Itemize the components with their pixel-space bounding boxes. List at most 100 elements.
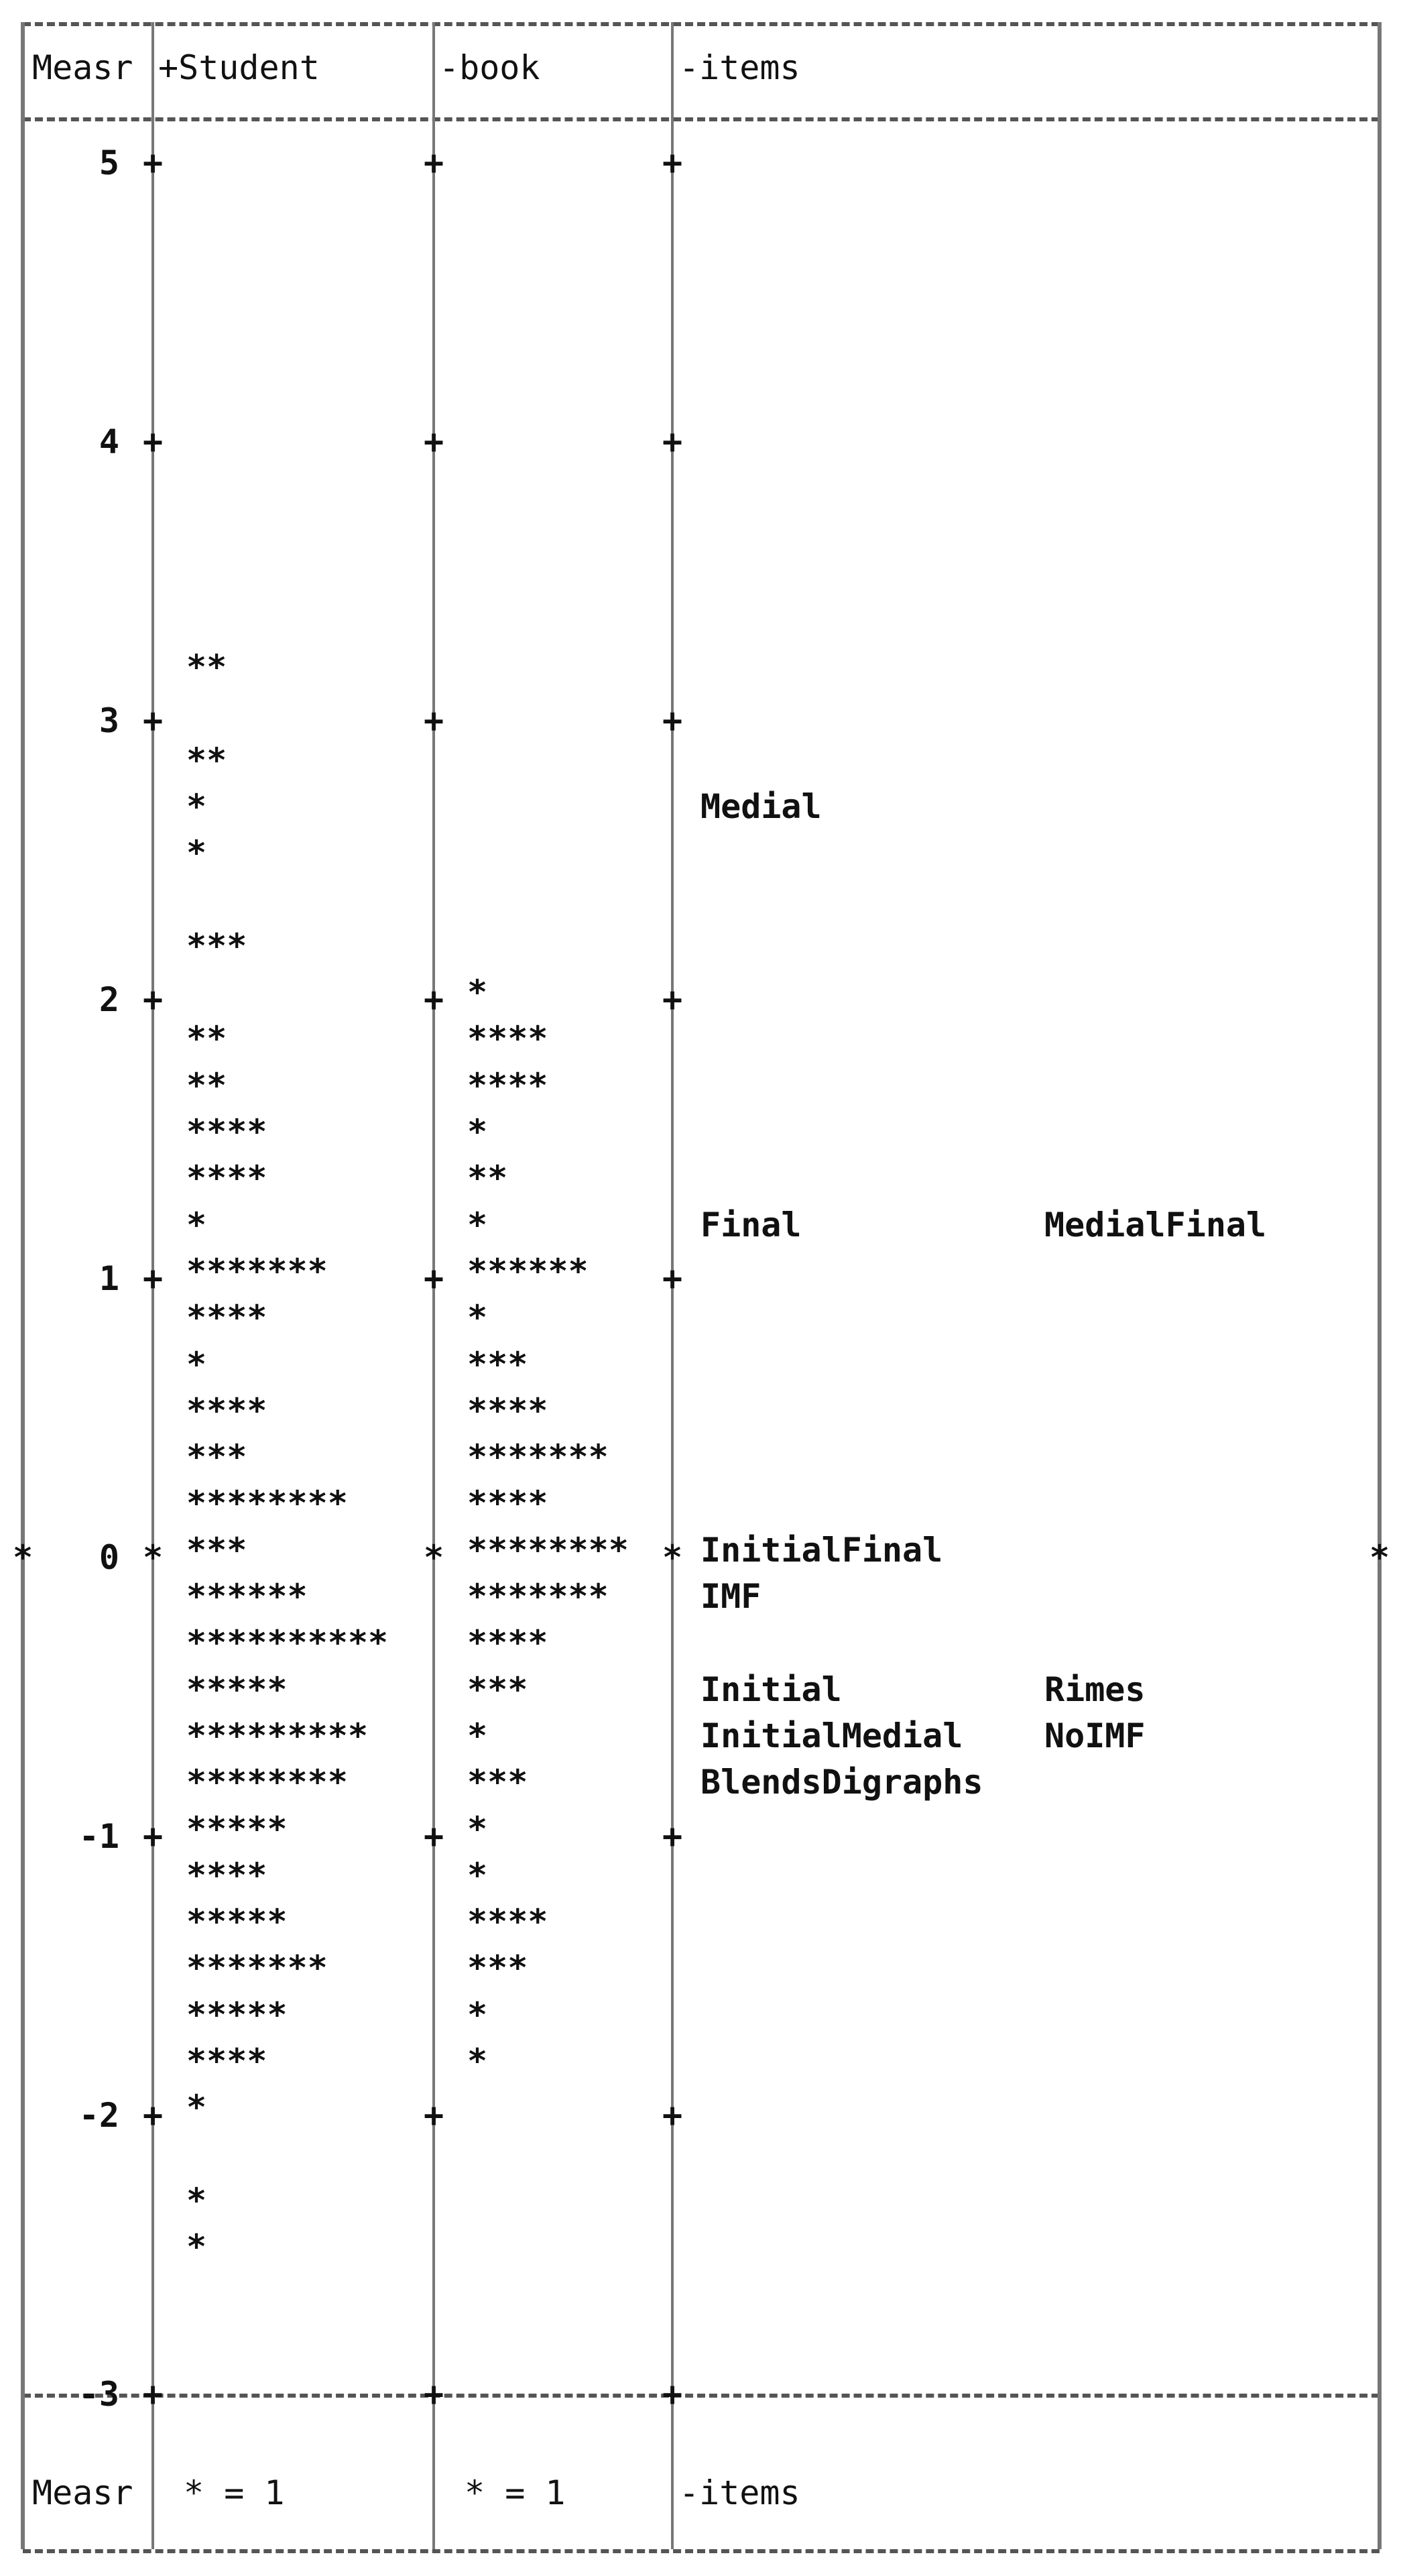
student-distribution: *** [186,1438,247,1477]
tick-label: 4 [99,422,119,461]
tick-mark: + [662,422,683,461]
tick-mark: + [662,143,683,182]
tick-mark: * [424,1538,444,1577]
book-distribution: **** [467,1019,548,1059]
student-distribution: ** [186,648,227,687]
tick-mark: + [662,1259,683,1298]
header-divider-1 [151,22,154,117]
item-label: NoIMF [1044,1716,1146,1755]
student-distribution: ***** [186,1809,288,1849]
tick-mark: + [143,980,164,1019]
tick-mark: + [143,143,164,182]
book-distribution: *** [467,1948,528,1988]
student-distribution: **** [186,1391,267,1430]
book-distribution: ** [467,1159,508,1198]
student-distribution: * [186,2180,207,2220]
book-distribution: **** [467,1484,548,1523]
item-label: InitialMedial [700,1716,963,1755]
header-book: -book [439,48,540,87]
book-distribution: * [467,1995,488,2034]
footer-book: * = 1 [465,2473,566,2512]
tick-mark: + [143,2375,164,2414]
dash-top [23,22,1380,26]
book-distribution: ******* [467,1577,609,1616]
book-distribution: ******* [467,1438,609,1477]
student-distribution: ***** [186,1670,288,1709]
item-label: IMF [700,1577,761,1616]
tick-mark: + [662,701,683,740]
footer-items: -items [679,2473,800,2512]
book-distribution: **** [467,1391,548,1430]
footer-divider-1 [151,2394,154,2549]
footer-student: * = 1 [184,2473,285,2512]
book-distribution: ****** [467,1251,589,1291]
tick-mark: + [143,422,164,461]
student-distribution: * [186,833,207,873]
tick-mark: + [662,1817,683,1856]
tick-mark: + [424,422,444,461]
book-distribution: **** [467,1065,548,1105]
book-distribution: **** [467,1623,548,1663]
student-distribution: ** [186,1019,227,1059]
student-distribution: ******* [186,1251,328,1291]
student-distribution: ******** [186,1763,348,1802]
book-distribution: * [467,2042,488,2081]
book-distribution: **** [467,1902,548,1942]
ruler-items [671,117,674,2394]
item-label: Initial [700,1670,842,1709]
tick-label: 1 [99,1259,119,1298]
tick-label: 3 [99,701,119,740]
book-distribution: * [467,1298,488,1338]
student-distribution: ****** [186,1577,308,1616]
tick-label: 0 [99,1538,119,1577]
student-distribution: **** [186,1855,267,1895]
book-distribution: * [467,1112,488,1151]
tick-label: -2 [78,2096,119,2135]
frame-right-border [1378,22,1382,2549]
tick-mark: + [143,1817,164,1856]
header-measure: Measr [32,48,133,87]
student-distribution: * [186,2227,207,2267]
item-label: MedialFinal [1044,1205,1267,1244]
item-label: InitialFinal [700,1530,943,1570]
book-distribution: * [467,973,488,1012]
header-student: +Student [158,48,320,87]
dash-footer-sep [23,2394,1380,2398]
tick-mark: + [662,2096,683,2135]
tick-mark: + [143,1259,164,1298]
tick-mark: + [143,701,164,740]
ruler-student [151,117,154,2394]
footer-measure: Measr [32,2473,133,2512]
zero-marker-left: * [13,1538,34,1577]
dash-bottom [23,2549,1380,2553]
book-distribution: *** [467,1670,528,1709]
book-distribution: * [467,1855,488,1895]
student-distribution: ********** [186,1623,389,1663]
student-distribution: **** [186,1112,267,1151]
zero-marker-right: * [1369,1538,1390,1577]
tick-mark: + [424,2096,444,2135]
tick-label: 2 [99,980,119,1019]
tick-mark: * [662,1538,683,1577]
tick-mark: + [662,2375,683,2414]
tick-mark: + [662,980,683,1019]
item-label: Final [700,1205,802,1244]
book-distribution: * [467,1716,488,1755]
tick-label: -3 [78,2375,119,2414]
tick-mark: + [424,1259,444,1298]
ruler-book [432,117,435,2394]
tick-mark: + [424,1817,444,1856]
item-label: BlendsDigraphs [700,1763,983,1802]
student-distribution: *** [186,1530,247,1570]
book-distribution: *** [467,1344,528,1384]
tick-mark: + [424,143,444,182]
tick-label: 5 [99,143,119,182]
header-divider-2 [432,22,435,117]
book-distribution: *** [467,1763,528,1802]
footer-divider-3 [671,2394,674,2549]
tick-mark: + [424,980,444,1019]
frame-left-border [21,22,25,2549]
student-distribution: ** [186,1065,227,1105]
book-distribution: * [467,1809,488,1849]
